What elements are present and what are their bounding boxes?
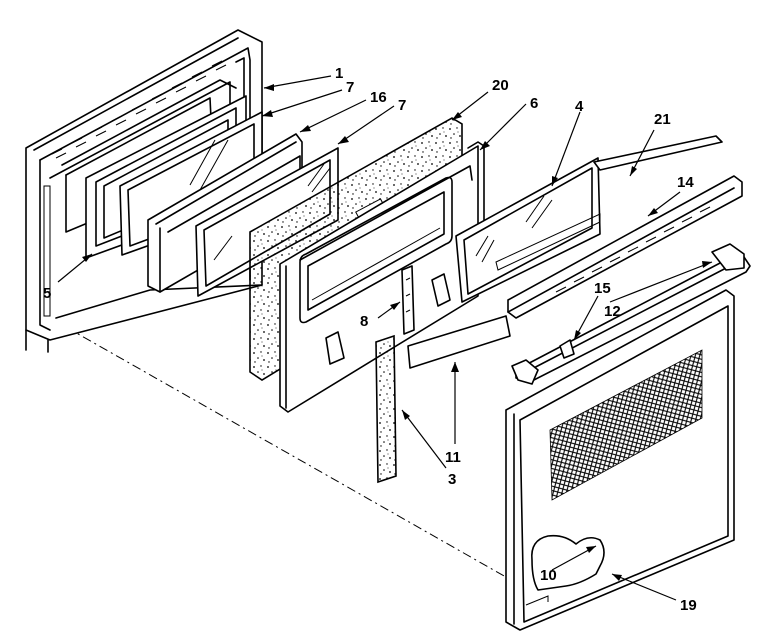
callout-21: 21 [654, 111, 671, 128]
window-glass-4 [455, 157, 601, 303]
callout-8: 8 [360, 313, 368, 330]
inner-door-liner [279, 141, 485, 413]
callout-10: 10 [540, 567, 557, 584]
callout-7-upper: 7 [346, 79, 354, 96]
label-10 [531, 534, 605, 591]
insulation-strip-3 [375, 334, 397, 484]
callout-5: 5 [43, 285, 51, 302]
callout-3: 3 [448, 471, 456, 488]
trim-strip-21 [593, 135, 723, 171]
callout-1: 1 [335, 65, 343, 82]
frame-vent-slots [51, 60, 227, 159]
callout-11: 11 [445, 449, 461, 466]
hinge-bracket-8 [401, 265, 415, 335]
callout-14: 14 [677, 174, 694, 191]
vent-trim-14 [507, 175, 743, 319]
callout-7-lower: 7 [398, 97, 406, 114]
callout-6: 6 [530, 95, 538, 112]
callout-15: 15 [594, 280, 611, 297]
callout-20: 20 [492, 77, 509, 94]
callout-19: 19 [680, 597, 697, 614]
door-handle-12 [511, 243, 751, 385]
callout-12: 12 [604, 303, 621, 320]
callout-4: 4 [575, 98, 584, 115]
trim-strip-11 [407, 315, 511, 369]
callout-16: 16 [370, 89, 387, 106]
leader-lines [57, 75, 713, 601]
callout-labels: 1 7 16 7 20 6 4 21 14 15 12 5 8 3 11 10 … [43, 65, 697, 614]
